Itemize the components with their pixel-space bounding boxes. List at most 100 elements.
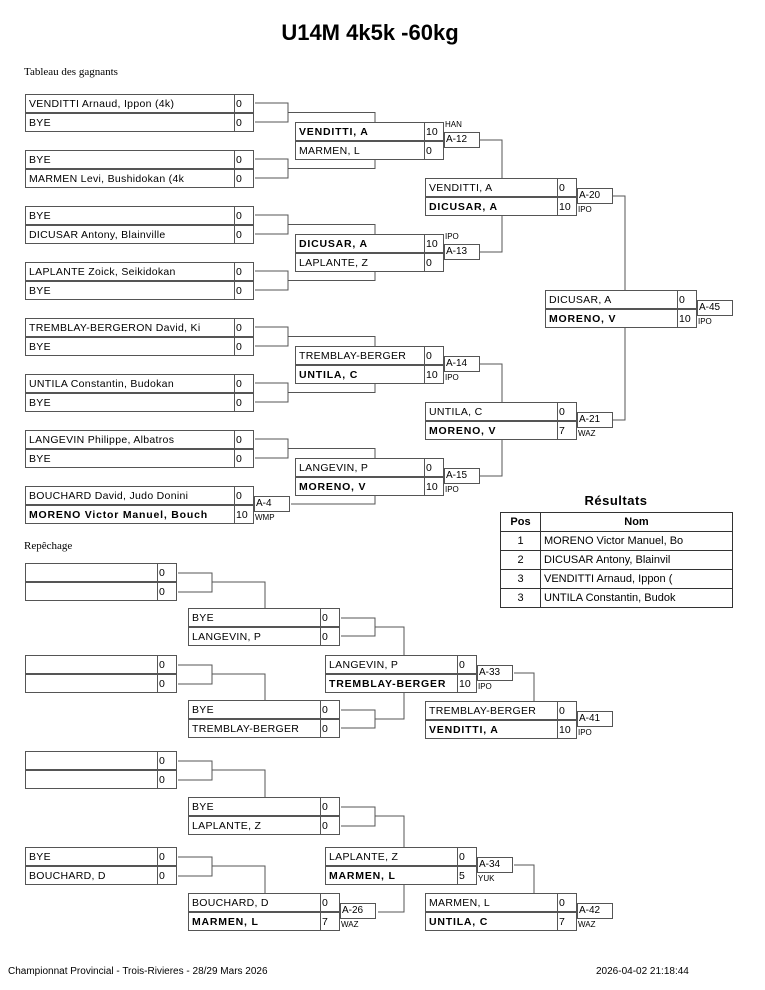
match-id[interactable]: A-42 [577,903,613,919]
repechage-section-label: Repêchage [24,540,73,552]
competitor-name[interactable] [25,674,158,693]
connector-line [288,112,376,122]
result-name: UNTILA Constantin, Budok [540,588,733,608]
competitor-name[interactable]: VENDITTI, A [425,178,558,197]
match-id[interactable]: A-26 [340,903,376,919]
competitor-name[interactable]: BYE [25,113,235,132]
competitor-name[interactable]: UNTILA Constantin, Budokan [25,374,235,393]
competitor-name[interactable]: MORENO, V [425,421,558,440]
competitor-name[interactable]: BYE [25,393,235,412]
competitor-name[interactable]: DICUSAR, A [295,234,425,253]
footer-timestamp: 2026-04-02 21:18:44 [596,966,689,977]
competitor-score: 0 [424,458,444,477]
competitor-score: 0 [457,847,477,866]
competitor-name[interactable]: UNTILA, C [425,402,558,421]
competitor-name[interactable]: VENDITTI, A [425,720,558,739]
competitor-score: 0 [234,337,254,356]
competitor-name[interactable]: TREMBLAY-BERGER [295,346,425,365]
competitor-score: 0 [424,346,444,365]
competitor-name[interactable]: BOUCHARD, D [25,866,158,885]
win-technique: WAZ [578,920,596,929]
competitor-score: 0 [320,797,340,816]
competitor-score: 7 [320,912,340,931]
competitor-name[interactable]: LANGEVIN, P [188,627,321,646]
connector-line [288,336,376,346]
win-technique: WMP [255,513,275,522]
competitor-name[interactable]: LANGEVIN, P [295,458,425,477]
competitor-name[interactable]: LAPLANTE, Z [295,253,425,272]
competitor-name[interactable]: UNTILA, C [425,912,558,931]
competitor-score: 10 [557,720,577,739]
competitor-name[interactable]: MARMEN, L [425,893,558,912]
match-id[interactable]: A-12 [444,132,480,148]
competitor-name[interactable]: MARMEN, L [295,141,425,160]
competitor-score: 0 [234,262,254,281]
match-id[interactable]: A-33 [477,665,513,681]
competitor-name[interactable]: MARMEN Levi, Bushidokan (4k [25,169,235,188]
competitor-name[interactable]: BYE [188,608,321,627]
competitor-name[interactable]: MORENO, V [295,477,425,496]
competitor-name[interactable]: TREMBLAY-BERGER [325,674,458,693]
competitor-score: 10 [424,477,444,496]
match-id[interactable]: A-34 [477,857,513,873]
competitor-name[interactable]: DICUSAR, A [425,197,558,216]
match-id[interactable]: A-15 [444,468,480,484]
competitor-name[interactable] [25,563,158,582]
match-id[interactable]: A-45 [697,300,733,316]
competitor-name[interactable]: MORENO, V [545,309,678,328]
competitor-name[interactable]: BYE [25,847,158,866]
competitor-name[interactable] [25,770,158,789]
competitor-name[interactable]: LAPLANTE, Z [325,847,458,866]
connector-line [212,865,266,893]
competitor-name[interactable]: DICUSAR, A [545,290,678,309]
competitor-name[interactable]: DICUSAR Antony, Blainville [25,225,235,244]
competitor-name[interactable]: BOUCHARD David, Judo Donini [25,486,235,505]
match-id[interactable]: A-13 [444,244,480,260]
competitor-name[interactable]: BOUCHARD, D [188,893,321,912]
competitor-score: 0 [157,563,177,582]
result-pos: 1 [500,531,541,551]
win-technique: IPO [698,317,712,326]
competitor-name[interactable]: BYE [188,797,321,816]
competitor-name[interactable]: TREMBLAY-BERGERON David, Ki [25,318,235,337]
competitor-name[interactable]: TREMBLAY-BERGER [188,719,321,738]
connector-line [375,626,405,655]
competitor-name[interactable]: LANGEVIN, P [325,655,458,674]
competitor-name[interactable]: BYE [25,206,235,225]
connector-line [375,693,405,720]
competitor-name[interactable]: UNTILA, C [295,365,425,384]
competitor-name[interactable]: TREMBLAY-BERGER [425,701,558,720]
competitor-name[interactable]: BYE [25,449,235,468]
match-id[interactable]: A-41 [577,711,613,727]
competitor-name[interactable]: LAPLANTE Zoick, Seikidokan [25,262,235,281]
competitor-score: 10 [424,122,444,141]
competitor-name[interactable]: MARMEN, L [325,866,458,885]
match-id[interactable]: A-21 [577,412,613,428]
competitor-name[interactable]: VENDITTI Arnaud, Ippon (4k) [25,94,235,113]
competitor-name[interactable]: MARMEN, L [188,912,321,931]
competitor-score: 0 [320,719,340,738]
competitor-name[interactable]: BYE [25,150,235,169]
match-id[interactable]: A-4 [254,496,290,512]
competitor-name[interactable]: BYE [25,281,235,300]
competitor-name[interactable]: BYE [25,337,235,356]
competitor-name[interactable]: MORENO Victor Manuel, Bouch [25,505,235,524]
win-technique: WAZ [578,429,596,438]
competitor-name[interactable] [25,751,158,770]
competitor-name[interactable] [25,582,158,601]
match-id[interactable]: A-20 [577,188,613,204]
competitor-name[interactable]: LAPLANTE, Z [188,816,321,835]
competitor-score: 0 [157,751,177,770]
competitor-name[interactable] [25,655,158,674]
footer-event: Championnat Provincial - Trois-Rivieres … [8,966,268,977]
competitor-name[interactable]: LANGEVIN Philippe, Albatros [25,430,235,449]
competitor-name[interactable]: VENDITTI, A [295,122,425,141]
competitor-name[interactable]: BYE [188,700,321,719]
competitor-score: 0 [234,169,254,188]
match-id[interactable]: A-14 [444,356,480,372]
